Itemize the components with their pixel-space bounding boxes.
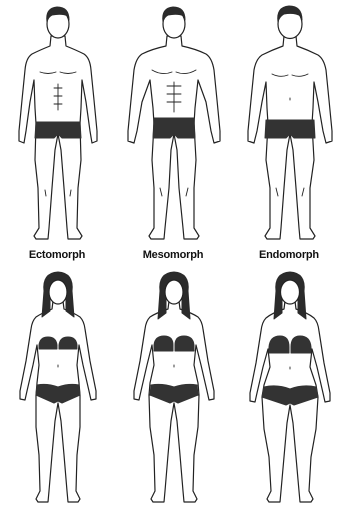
male-ectomorph-figure-icon <box>0 0 115 245</box>
female-ectomorph-figure-icon <box>0 265 115 509</box>
ectomorph-label: Ectomorph <box>2 249 112 261</box>
female-endomorph-figure-icon <box>232 265 347 509</box>
mesomorph-label: Mesomorph <box>118 249 228 261</box>
female-mesomorph-figure-icon <box>116 265 231 509</box>
male-mesomorph-figure-icon <box>116 0 231 245</box>
endomorph-label: Endomorph <box>234 249 344 261</box>
male-endomorph-figure-icon <box>232 0 347 245</box>
